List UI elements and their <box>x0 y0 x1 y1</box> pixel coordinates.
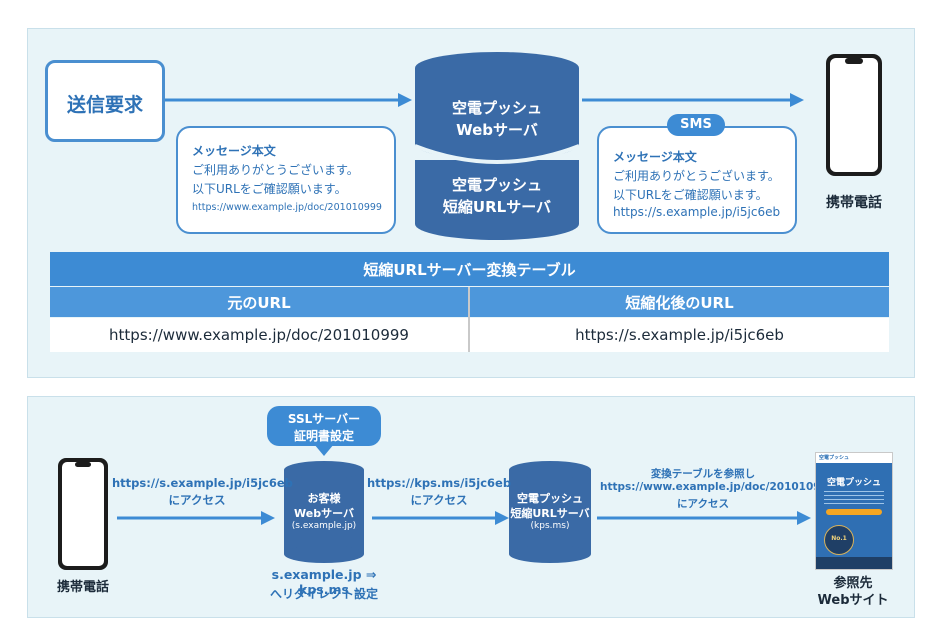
server-bottom-line2: 短縮URLサーバ <box>442 198 552 216</box>
table-header-original: 元のURL <box>50 287 468 317</box>
thumbnail-badge: No.1 <box>831 535 847 542</box>
website-thumbnail: 空電プッシュ 空電プッシュ No.1 <box>815 452 893 570</box>
message-line2: 以下URLをご確認願います。 <box>192 182 347 196</box>
customer-server-line3: (s.example.jp) <box>291 521 357 531</box>
table-divider <box>468 287 470 352</box>
message-box-right: メッセージ本文 ご利用ありがとうございます。 以下URLをご確認願います。 ht… <box>597 126 797 234</box>
ssl-badge-line1: SSLサーバー <box>287 412 361 426</box>
arrow3-line1: 変換テーブルを参照し <box>650 468 756 480</box>
redirect-line2: へリダイレクト設定 <box>269 587 378 601</box>
server-top-line1: 空電プッシュ <box>451 99 542 117</box>
message-box-left: メッセージ本文 ご利用ありがとうございます。 以下URLをご確認願います。 ht… <box>176 126 396 234</box>
redirect-line1: s.example.jp ⇒ kps.ms <box>271 567 377 597</box>
arrow1-url: https://s.example.jp/i5jc6eb <box>112 476 293 490</box>
phone-label: 携帯電話 <box>826 195 882 211</box>
customer-server-line1: お客様 <box>307 492 341 505</box>
arrow2-access: にアクセス <box>410 493 468 507</box>
server-bottom-line1: 空電プッシュ <box>451 176 542 194</box>
destination-label-line2: Webサイト <box>817 593 889 608</box>
customer-server-line2: Webサーバ <box>294 507 354 520</box>
bottom-panel <box>27 396 915 618</box>
arrow1-access: にアクセス <box>168 493 226 507</box>
message-line1: ご利用ありがとうございます。 <box>192 163 359 177</box>
message-title: メッセージ本文 <box>192 144 276 158</box>
destination-label-line1: 参照先 <box>833 576 873 591</box>
arrow3-line2: https://www.example.jp/doc/201010999 <box>600 481 836 493</box>
table-cell-short: https://s.example.jp/i5jc6eb <box>470 318 889 352</box>
arrow3-line3: にアクセス <box>677 498 729 510</box>
message-title: メッセージ本文 <box>613 150 697 164</box>
kps-server-line2: 短縮URLサーバ <box>510 507 590 520</box>
kps-server-line3: (kps.ms) <box>530 521 570 531</box>
table-title: 短縮URLサーバー変換テーブル <box>50 252 889 286</box>
message-url: https://www.example.jp/doc/201010999 <box>192 202 382 213</box>
send-request-box: 送信要求 <box>45 60 165 142</box>
sms-badge: SMS <box>667 114 725 136</box>
thumbnail-header <box>816 453 892 463</box>
phone-label-bottom: 携帯電話 <box>56 580 109 595</box>
thumbnail-headline: 空電プッシュ <box>826 478 881 488</box>
table-header-short: 短縮化後のURL <box>470 287 889 317</box>
send-request-label: 送信要求 <box>66 94 143 116</box>
message-line1: ご利用ありがとうございます。 <box>613 169 780 183</box>
message-url: https://s.example.jp/i5jc6eb <box>613 205 781 219</box>
thumbnail-brand: 空電プッシュ <box>819 455 850 461</box>
table-cell-original: https://www.example.jp/doc/201010999 <box>50 318 468 352</box>
ssl-badge <box>267 406 381 446</box>
thumbnail-medal <box>824 525 854 555</box>
server-top-line2: Webサーバ <box>456 121 538 139</box>
message-line2: 以下URLをご確認願います。 <box>613 188 768 202</box>
arrow2-url: https://kps.ms/i5jc6eb <box>366 476 512 490</box>
thumbnail-footer <box>816 557 892 569</box>
ssl-badge-line2: 証明書設定 <box>293 429 354 443</box>
thumbnail-text-lines <box>824 491 884 505</box>
kps-server-line1: 空電プッシュ <box>517 492 583 505</box>
thumbnail-cta-button <box>826 509 882 515</box>
